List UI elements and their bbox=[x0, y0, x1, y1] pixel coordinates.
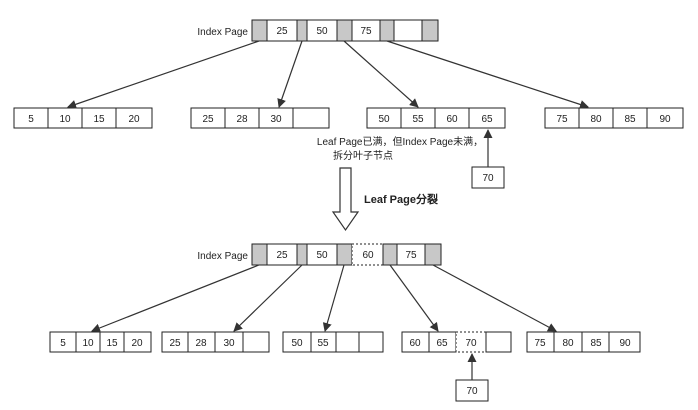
bottom-pointer-arrow-1 bbox=[91, 264, 260, 333]
leaf-key: 90 bbox=[619, 338, 631, 349]
bottom-index-key: 50 bbox=[316, 250, 328, 261]
bottom-pointer-arrow-2 bbox=[233, 264, 303, 332]
top-pointer-arrow-2 bbox=[277, 40, 303, 108]
leaf-key: 65 bbox=[436, 338, 448, 349]
top-index-key: 50 bbox=[316, 26, 328, 37]
top-index-page-label: Index Page bbox=[197, 27, 248, 38]
bottom-leaf-page-1: 5 10 15 20 bbox=[49, 331, 152, 353]
leaf-key: 28 bbox=[195, 338, 207, 349]
top-leaf-page-1: 5 10 15 20 bbox=[13, 107, 153, 129]
leaf-key: 10 bbox=[59, 114, 71, 125]
leaf-key: 15 bbox=[106, 338, 118, 349]
top-insert-key: 70 bbox=[482, 173, 494, 184]
leaf-key: 65 bbox=[481, 114, 493, 125]
leaf-key-new: 70 bbox=[465, 338, 477, 349]
leaf-key: 75 bbox=[534, 338, 546, 349]
bottom-index-page-label: Index Page bbox=[197, 251, 248, 262]
leaf-key: 50 bbox=[378, 114, 390, 125]
leaf-key: 5 bbox=[60, 338, 66, 349]
top-leaf-page-4: 75 80 85 90 bbox=[544, 107, 684, 129]
top-leaf-page-3: 50 55 60 65 bbox=[366, 107, 506, 129]
leaf-key: 25 bbox=[169, 338, 181, 349]
leaf-key: 85 bbox=[590, 338, 602, 349]
top-pointer-arrow-3 bbox=[343, 40, 419, 108]
leaf-key: 80 bbox=[562, 338, 574, 349]
leaf-key: 55 bbox=[412, 114, 424, 125]
leaf-key: 90 bbox=[659, 114, 671, 125]
bottom-index-key-new: 60 bbox=[362, 250, 374, 261]
leaf-key: 50 bbox=[291, 338, 303, 349]
leaf-key: 10 bbox=[82, 338, 94, 349]
split-transition-label: Leaf Page分裂 bbox=[364, 192, 438, 206]
bottom-index-key: 75 bbox=[405, 250, 417, 261]
bottom-index-page: 25 50 60 75 bbox=[251, 243, 442, 266]
leaf-key: 75 bbox=[556, 114, 568, 125]
bottom-insert-key: 70 bbox=[466, 386, 478, 397]
leaf-key: 60 bbox=[409, 338, 421, 349]
top-index-page: 25 50 75 bbox=[251, 19, 439, 42]
bottom-leaf-page-5: 75 80 85 90 bbox=[526, 331, 641, 353]
split-note-line-2: 拆分叶子节点 bbox=[333, 149, 393, 162]
leaf-key: 25 bbox=[202, 114, 214, 125]
top-index-key: 75 bbox=[360, 26, 372, 37]
top-leaf-page-2: 25 28 30 bbox=[190, 107, 330, 129]
leaf-key: 28 bbox=[236, 114, 248, 125]
split-transition-arrow-icon bbox=[331, 167, 360, 232]
leaf-key: 5 bbox=[28, 114, 34, 125]
bottom-pointer-arrow-3 bbox=[322, 264, 345, 332]
top-pointer-arrow-4 bbox=[386, 40, 589, 109]
leaf-key: 30 bbox=[223, 338, 235, 349]
top-index-key: 25 bbox=[276, 26, 288, 37]
leaf-key: 55 bbox=[317, 338, 329, 349]
leaf-key: 20 bbox=[131, 338, 143, 349]
bottom-index-key: 25 bbox=[276, 250, 288, 261]
bottom-leaf-page-4: 60 65 70 bbox=[401, 331, 512, 353]
top-pointer-arrow-1 bbox=[67, 40, 260, 109]
bottom-leaf-page-3: 50 55 bbox=[282, 331, 384, 353]
leaf-key: 20 bbox=[128, 114, 140, 125]
split-note-line-1: Leaf Page已满，但Index Page未满， bbox=[317, 136, 483, 148]
leaf-key: 80 bbox=[590, 114, 602, 125]
leaf-key: 60 bbox=[446, 114, 458, 125]
bottom-leaf-page-2: 25 28 30 bbox=[161, 331, 270, 353]
leaf-key: 15 bbox=[93, 114, 105, 125]
leaf-key: 30 bbox=[270, 114, 282, 125]
bottom-pointer-arrow-5 bbox=[432, 264, 557, 332]
bottom-pointer-arrow-4 bbox=[389, 264, 439, 332]
leaf-key: 85 bbox=[624, 114, 636, 125]
